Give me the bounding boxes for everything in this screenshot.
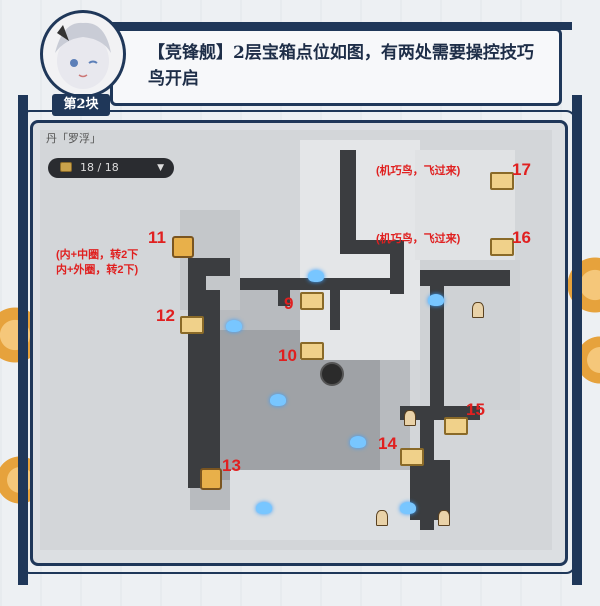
npc-icon[interactable]: [472, 302, 484, 318]
map-frame-outer: [20, 110, 576, 574]
header-title: 【竞锋舰】2层宝箱点位如图，有两处需要操控技巧鸟开启: [148, 43, 534, 89]
chest-icon-17[interactable]: [490, 172, 514, 190]
chest-icon-10[interactable]: [300, 342, 324, 360]
clockwork-bird-icon[interactable]: [428, 294, 444, 306]
puzzle-icon-13[interactable]: [200, 468, 222, 490]
note-chest-11-line1: (内+中圈，转2下: [56, 249, 139, 261]
clockwork-bird-icon[interactable]: [350, 436, 366, 448]
puzzle-icon-11[interactable]: [172, 236, 194, 258]
chest-label-14: 14: [378, 434, 397, 453]
clockwork-bird-icon[interactable]: [256, 502, 272, 514]
clockwork-bird-icon[interactable]: [270, 394, 286, 406]
npc-icon[interactable]: [404, 410, 416, 426]
header-top-bar: [96, 22, 572, 30]
section-badge: 第2块: [52, 94, 110, 116]
chest-label-17: 17: [512, 160, 531, 179]
chest-icon-16[interactable]: [490, 238, 514, 256]
chest-label-9: 9: [284, 294, 294, 313]
chest-counter[interactable]: 18 / 18 ▼: [48, 158, 174, 178]
chest-icon-14[interactable]: [400, 448, 424, 466]
character-avatar: [40, 10, 126, 98]
clockwork-bird-icon[interactable]: [400, 502, 416, 514]
game-map[interactable]: 丹「罗浮」 18 / 18 ▼ (机巧鸟，飞过来) (机巧鸟，飞过来) (内+中…: [40, 130, 552, 550]
chest-label-12: 12: [156, 306, 175, 325]
chest-icon-9[interactable]: [300, 292, 324, 310]
chest-icon-15[interactable]: [444, 417, 468, 435]
chest-label-13: 13: [222, 456, 241, 475]
chest-icon-12[interactable]: [180, 316, 204, 334]
clockwork-bird-icon[interactable]: [308, 270, 324, 282]
npc-icon[interactable]: [438, 510, 450, 526]
clockwork-bird-icon[interactable]: [226, 320, 242, 332]
chest-icon: [60, 162, 72, 172]
dropdown-arrow-icon: ▼: [157, 163, 164, 173]
note-chest-16: (机巧鸟，飞过来): [376, 233, 461, 245]
frame-pillar-left: [18, 95, 28, 585]
player-position-icon: [320, 362, 344, 386]
note-chest-17: (机巧鸟，飞过来): [376, 165, 461, 177]
chest-label-15: 15: [466, 400, 485, 419]
map-layout: [40, 130, 552, 550]
note-chest-11-line2: 内+外圈，转2下): [56, 264, 139, 276]
chest-counter-value: 18 / 18: [80, 161, 119, 174]
chest-label-16: 16: [512, 228, 531, 247]
chest-label-10: 10: [278, 346, 297, 365]
frame-pillar-right: [572, 95, 582, 585]
npc-icon[interactable]: [376, 510, 388, 526]
map-region-title: 丹「罗浮」: [46, 132, 101, 145]
chest-label-11: 11: [148, 228, 166, 247]
